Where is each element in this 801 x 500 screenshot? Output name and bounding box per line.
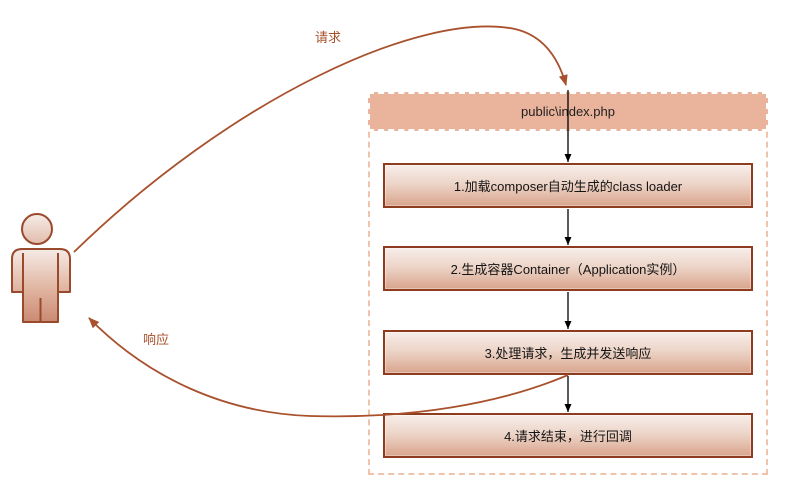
step-box-terminate-callbacks: 4.请求结束，进行回调 (383, 413, 753, 458)
request-edge-label: 请求 (313, 30, 344, 46)
step-box-create-container: 2.生成容器Container（Application实例） (383, 246, 753, 291)
step-box-handle-request: 3.处理请求，生成并发送响应 (383, 330, 753, 375)
entry-file-header: public\index.php (368, 92, 768, 131)
actor-head (21, 213, 53, 245)
actor-arm-lines (22, 253, 59, 322)
entry-file-title: public\index.php (521, 104, 615, 119)
step-label: 4.请求结束，进行回调 (504, 429, 632, 444)
step-label: 1.加载composer自动生成的class loader (453, 179, 683, 194)
step-label: 3.处理请求，生成并发送响应 (484, 346, 652, 361)
step-label: 2.生成容器Container（Application实例） (450, 262, 686, 277)
actor-body (11, 248, 71, 323)
response-edge-label: 响应 (141, 332, 172, 348)
user-actor-icon (11, 213, 71, 323)
step-box-load-composer: 1.加载composer自动生成的class loader (383, 163, 753, 208)
